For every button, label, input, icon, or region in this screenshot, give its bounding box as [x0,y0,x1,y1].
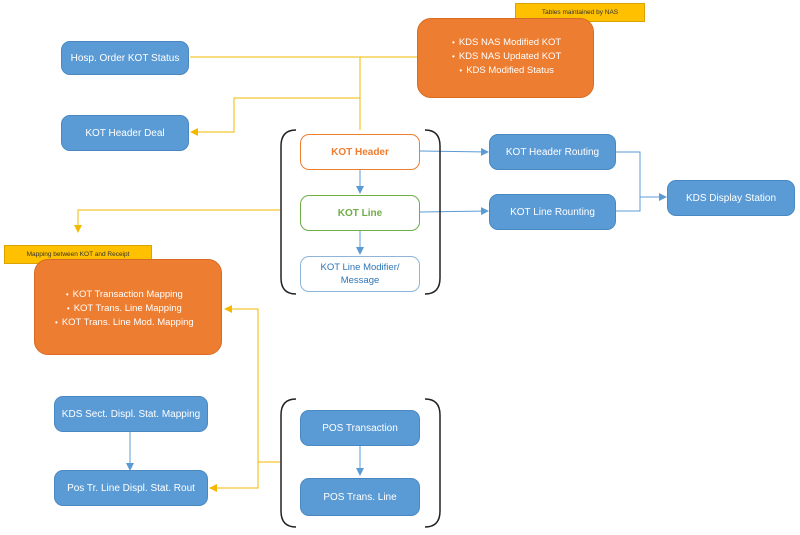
bracket-kot-left [280,129,297,295]
wire-pos-rout [209,462,259,492]
kot-header-node[interactable]: KOT Header [300,134,420,170]
node-label: KOT Header [331,146,389,158]
node-label: KOT Header Deal [85,127,165,139]
kds-display-station-node[interactable]: KDS Display Station [667,180,795,216]
node-label: KOT Line Rounting [510,206,595,218]
node-label: POS Transaction [322,422,398,434]
node-label: Hosp. Order KOT Status [70,52,180,64]
kot-header-routing-node[interactable]: KOT Header Routing [489,134,616,170]
node-label: KDS Sect. Displ. Stat. Mapping [61,408,201,420]
wire-routing-bus [616,151,641,212]
nas-table-item: KDS NAS Updated KOT [452,50,561,64]
kot-line-modifier-message-node[interactable]: KOT Line Modifier/ Message [300,256,420,292]
mapping-tag-text: Mapping between KOT and Receipt [26,251,130,258]
wire-pos-bus [224,305,280,463]
hosp-order-kot-status-node[interactable]: Hosp. Order KOT Status [61,41,189,75]
pos-tr-line-displ-stat-rout-node[interactable]: Pos Tr. Line Displ. Stat. Rout [54,470,208,506]
kot-line-node[interactable]: KOT Line [300,195,420,231]
kot-header-deal-node[interactable]: KOT Header Deal [61,115,189,151]
node-label: KOT Line Modifier/ Message [320,262,400,286]
node-label: KOT Line [337,207,383,219]
wire-header-routing [419,147,489,156]
wire-line-routing [419,207,489,216]
mapping-item: KOT Trans. Line Mod. Mapping [55,316,194,330]
mapping-item: KOT Trans. Line Mapping [55,302,194,316]
mapping-list: KOT Transaction Mapping KOT Trans. Line … [55,288,194,330]
pos-trans-line-node[interactable]: POS Trans. Line [300,478,420,516]
nas-table-item: KDS NAS Modified KOT [452,36,561,50]
node-label: KDS Display Station [685,192,777,204]
pos-transaction-node[interactable]: POS Transaction [300,410,420,446]
nas-tables-tag-text: Tables maintained by NAS [541,9,619,16]
wire-mapping-link [74,209,280,233]
kds-sect-displ-stat-mapping-node[interactable]: KDS Sect. Displ. Stat. Mapping [54,396,208,432]
node-label: POS Trans. Line [323,491,397,503]
mapping-item: KOT Transaction Mapping [55,288,194,302]
node-label: Pos Tr. Line Displ. Stat. Rout [67,482,195,494]
bracket-pos-left [280,398,297,528]
bracket-kot-right [424,129,441,295]
mapping-box[interactable]: KOT Transaction Mapping KOT Trans. Line … [34,259,222,355]
nas-tables-list: KDS NAS Modified KOT KDS NAS Updated KOT… [452,36,561,78]
nas-tables-box[interactable]: KDS NAS Modified KOT KDS NAS Updated KOT… [417,18,594,98]
bracket-pos-right [424,398,441,528]
node-label: KOT Header Routing [505,146,600,158]
kot-line-rounting-node[interactable]: KOT Line Rounting [489,194,616,230]
wire-header-deal [190,97,360,136]
nas-table-item: KDS Modified Status [452,64,561,78]
